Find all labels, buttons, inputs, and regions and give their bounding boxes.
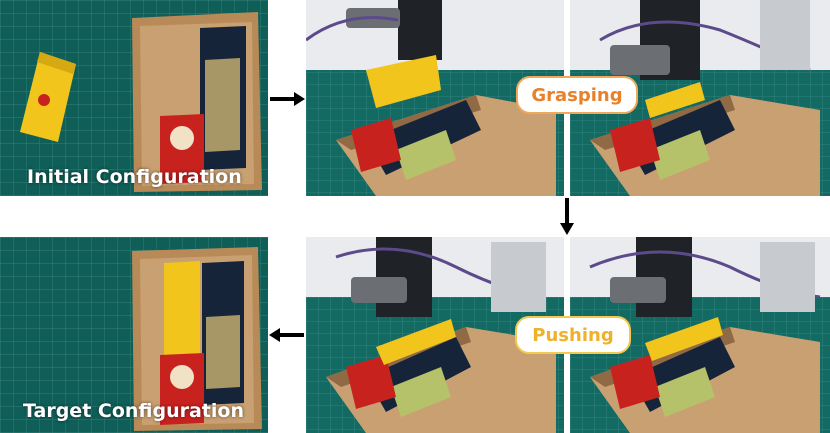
pushing-step-1-image (306, 237, 564, 433)
initial-configuration-label: Initial Configuration (27, 166, 242, 188)
pushing-label: Pushing (515, 316, 631, 354)
grasping-step-2-image (570, 0, 830, 196)
arrow-down-icon (560, 198, 574, 235)
initial-configuration-image: Initial Configuration (0, 0, 268, 196)
arrow-left-icon (269, 328, 304, 342)
grasping-label: Grasping (516, 76, 638, 114)
arrow-right-icon (270, 92, 305, 106)
target-configuration-image: Target Configuration (0, 237, 268, 433)
target-configuration-label: Target Configuration (23, 400, 244, 422)
